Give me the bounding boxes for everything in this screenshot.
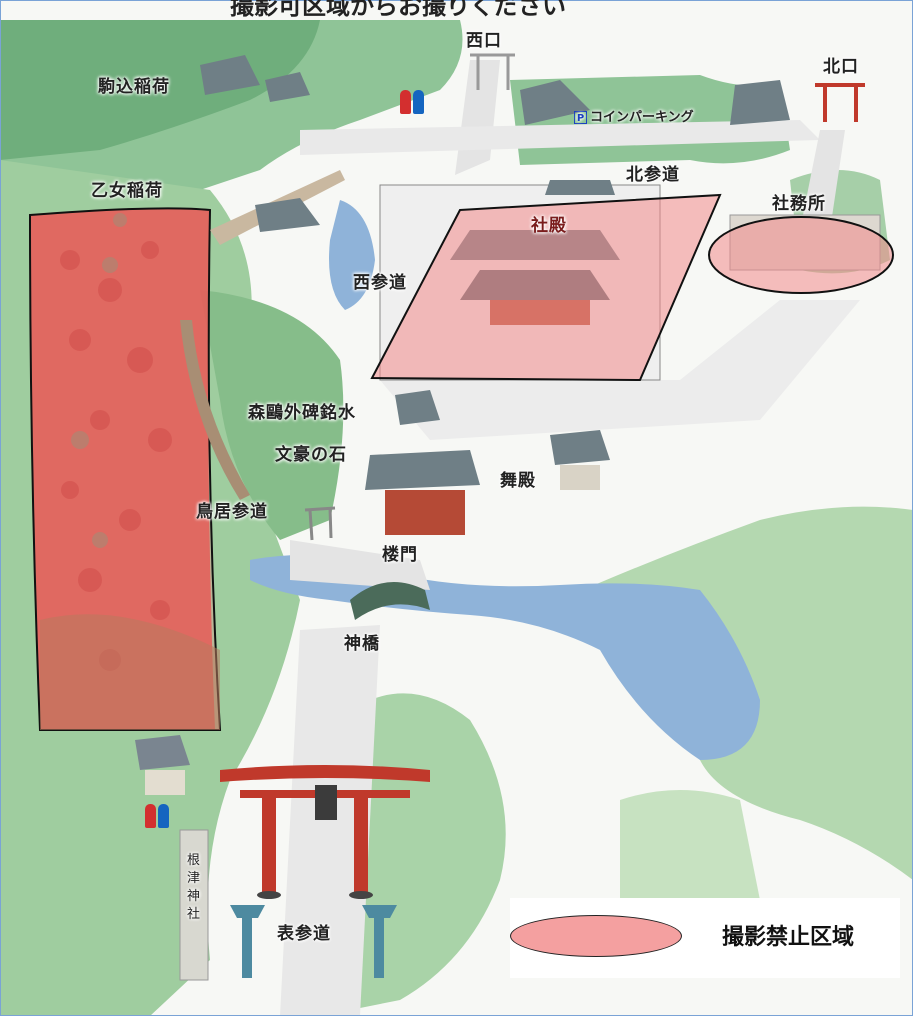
label-shaden: 社殿 [531, 216, 567, 236]
komagome-inari-roof-2 [265, 72, 310, 102]
legend-swatch [510, 915, 682, 957]
restricted-zone-shaden [370, 193, 722, 382]
restroom-icon [400, 90, 424, 114]
restroom-shelter [145, 770, 185, 795]
romon-roof [365, 450, 480, 490]
maidono-roof [550, 430, 610, 465]
fence-torii-tunnel [180, 320, 250, 500]
legend: 撮影禁止区域 [510, 898, 900, 978]
building-parking-east [730, 80, 790, 125]
pond-shinchi [250, 555, 760, 760]
torii-small [304, 506, 336, 541]
building-parking-west [520, 80, 590, 125]
label-maidono: 舞殿 [500, 471, 536, 491]
komagome-inari-roof [200, 55, 260, 95]
parking-icon: P [574, 111, 587, 124]
label-shinkyo: 神橋 [344, 634, 380, 654]
forest-west-inner [200, 290, 344, 540]
label-stone-pillar: 根津神社 [187, 853, 201, 922]
map-header-title: 撮影可区域からお撮りください [230, 0, 566, 20]
azalea-slope [40, 614, 220, 730]
forest-northwest-dark [0, 20, 320, 160]
stone-lanterns [230, 905, 397, 978]
stone-pillar [179, 829, 209, 981]
azalea-stones [71, 213, 127, 548]
label-mori-ogai: 森鷗外碑銘水 [248, 403, 356, 423]
label-bungo-no-ishi: 文豪の石 [275, 445, 347, 465]
label-omote-sando: 表参道 [277, 924, 331, 944]
label-shamusho: 社務所 [772, 194, 826, 214]
restroom-shelter-roof [135, 735, 190, 770]
torii-west-gate [470, 53, 515, 90]
mori-ogai-roof [395, 390, 440, 425]
label-nishiguchi: 西口 [466, 31, 502, 51]
path-torii [290, 540, 430, 590]
path-omote-sando [280, 625, 380, 1016]
label-komagome-inari: 駒込稲荷 [98, 77, 170, 97]
restroom-icon [145, 804, 169, 828]
shinkyo-bridge [350, 582, 430, 620]
path-north-gate [800, 130, 845, 230]
romon-body [385, 490, 465, 535]
label-otome-inari: 乙女稲荷 [91, 181, 163, 201]
label-torii-sando: 鳥居参道 [196, 502, 268, 522]
torii-main [220, 765, 430, 899]
label-romon: 楼門 [382, 545, 418, 565]
label-kitaguchi: 北口 [823, 57, 859, 77]
path-central [380, 300, 860, 440]
torii-north-gate [815, 83, 865, 122]
restricted-zone-azalea [28, 207, 222, 731]
pond-northwest [329, 200, 375, 310]
shaden-rear-roof [545, 180, 615, 195]
label-kita-sando: 北参道 [626, 165, 680, 185]
path-north [300, 120, 820, 155]
azalea-texture [60, 241, 172, 671]
legend-label: 撮影禁止区域 [722, 924, 855, 950]
restricted-zone-shamusho [708, 216, 894, 294]
label-nishi-sando: 西参道 [353, 273, 407, 293]
maidono-body [560, 465, 600, 490]
otome-inari-roof [255, 198, 320, 232]
forest-south-right [620, 790, 760, 910]
label-coin-parking-text: コインパーキング [590, 110, 694, 125]
